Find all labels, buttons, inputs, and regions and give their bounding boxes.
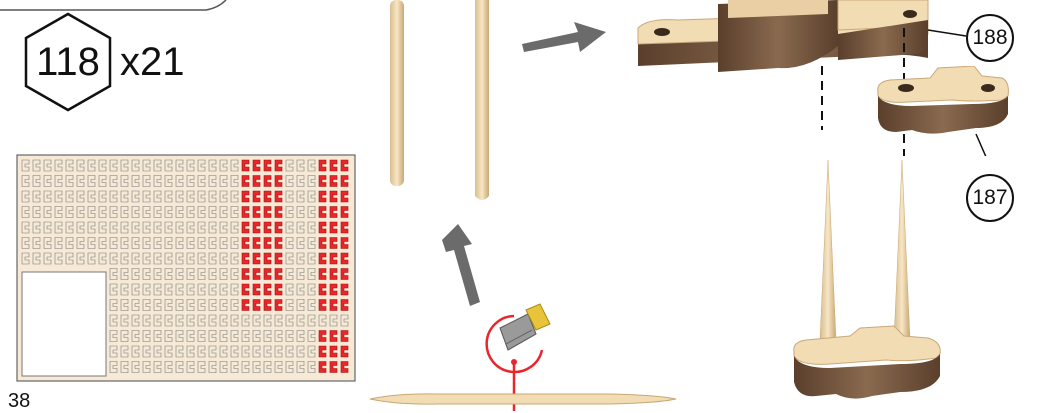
arrow-up-icon: [436, 222, 492, 308]
dowel-left: [390, 0, 404, 186]
callout-188: 188: [966, 14, 1014, 62]
piece-187: [872, 66, 1012, 156]
part-number-hexagon: 118: [22, 12, 114, 112]
arrow-right-icon: [518, 18, 610, 56]
parts-sheet-drawing: [16, 154, 356, 382]
dowel-right: [475, 0, 489, 200]
frame-line: [0, 0, 230, 14]
flat-dowel: [368, 392, 678, 406]
dowel-pair: [380, 0, 510, 210]
page-number: 38: [8, 390, 30, 413]
dowel-base-assembly: [790, 150, 950, 411]
part-number: 118: [22, 12, 114, 112]
knife-icon: [500, 304, 550, 350]
callout-187: 187: [966, 174, 1014, 222]
part-quantity: x21: [120, 40, 185, 85]
parts-sheet: [16, 154, 356, 382]
sheet-cutout: [22, 272, 106, 376]
